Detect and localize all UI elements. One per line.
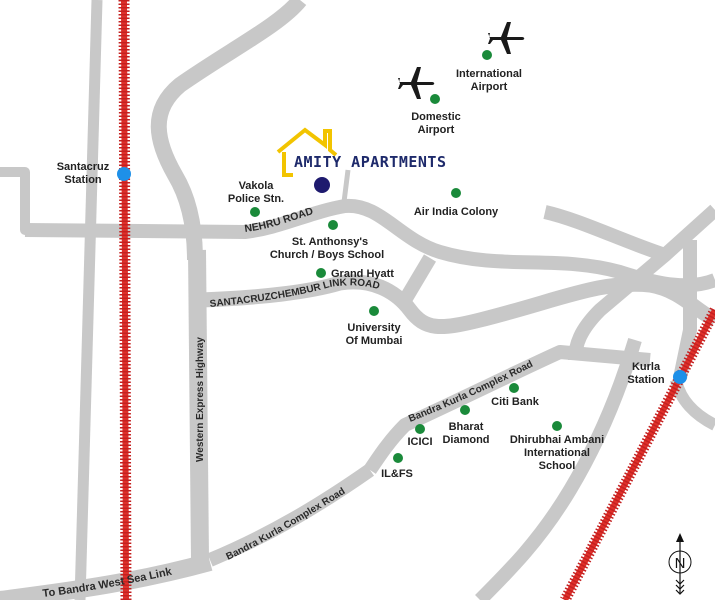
svg-text:IL&FS: IL&FS (381, 468, 413, 480)
landmark-air-india-colony[interactable]: Air India Colony (414, 188, 499, 218)
landmark-citi-bank[interactable]: Citi Bank (491, 383, 540, 408)
landmark-university-mumbai[interactable]: University Of Mumbai (346, 306, 403, 347)
landmark-international-airport[interactable]: International Airport (456, 50, 522, 93)
road-label-weh: Western Express Highway (195, 337, 206, 462)
landmark-icici[interactable]: ICICI (407, 424, 433, 448)
station-santacruz[interactable]: Santacruz Station (57, 161, 131, 186)
svg-text:School: School (539, 460, 576, 472)
landmark-dhirubhai-ambani-school[interactable]: Dhirubhai Ambani International School (510, 421, 604, 472)
svg-text:Bharat: Bharat (449, 421, 484, 433)
landmark-bharat-diamond[interactable]: Bharat Diamond (442, 405, 490, 446)
landmark-grand-hyatt[interactable]: Grand Hyatt (316, 268, 394, 280)
airplane-icon (488, 22, 525, 54)
svg-text:St. Anthonsy's: St. Anthonsy's (292, 236, 368, 248)
station-kurla[interactable]: Kurla Station (627, 361, 687, 386)
svg-text:Santacruz: Santacruz (57, 161, 110, 173)
svg-text:Diamond: Diamond (442, 434, 489, 446)
property-marker[interactable] (314, 177, 330, 193)
road-label-bkc-lower: Bandra Kurla Complex Road (225, 486, 348, 563)
svg-text:International: International (524, 447, 590, 459)
property-title: AMITY APARTMENTS (294, 153, 447, 171)
svg-text:ICICI: ICICI (407, 436, 432, 448)
landmark-domestic-airport[interactable]: Domestic Airport (411, 94, 461, 136)
svg-text:Kurla: Kurla (632, 361, 661, 373)
svg-text:Church / Boys School: Church / Boys School (270, 249, 384, 261)
svg-text:Dhirubhai Ambani: Dhirubhai Ambani (510, 434, 604, 446)
svg-text:Station: Station (64, 174, 102, 186)
svg-text:Citi Bank: Citi Bank (491, 396, 540, 408)
svg-text:Vakola: Vakola (239, 180, 275, 192)
svg-text:Police Stn.: Police Stn. (228, 193, 284, 205)
railway-western-line (118, 0, 132, 600)
landmark-st-anthonys[interactable]: St. Anthonsy's Church / Boys School (270, 220, 384, 261)
svg-text:Airport: Airport (418, 124, 455, 136)
railway-central-line (560, 307, 715, 600)
svg-text:Airport: Airport (471, 81, 508, 93)
landmark-vakola-police[interactable]: Vakola Police Stn. (228, 180, 284, 217)
svg-text:Air India Colony: Air India Colony (414, 206, 499, 218)
airplane-icon (398, 67, 435, 99)
landmark-ilfs[interactable]: IL&FS (381, 453, 413, 480)
svg-text:Domestic: Domestic (411, 111, 461, 123)
svg-text:University: University (347, 322, 401, 334)
svg-text:N: N (675, 555, 686, 572)
svg-text:Of Mumbai: Of Mumbai (346, 335, 403, 347)
svg-text:International: International (456, 68, 522, 80)
svg-text:Grand Hyatt: Grand Hyatt (331, 268, 394, 280)
north-arrow-icon: N (668, 533, 692, 595)
house-icon (276, 127, 338, 177)
svg-text:Station: Station (627, 374, 665, 386)
